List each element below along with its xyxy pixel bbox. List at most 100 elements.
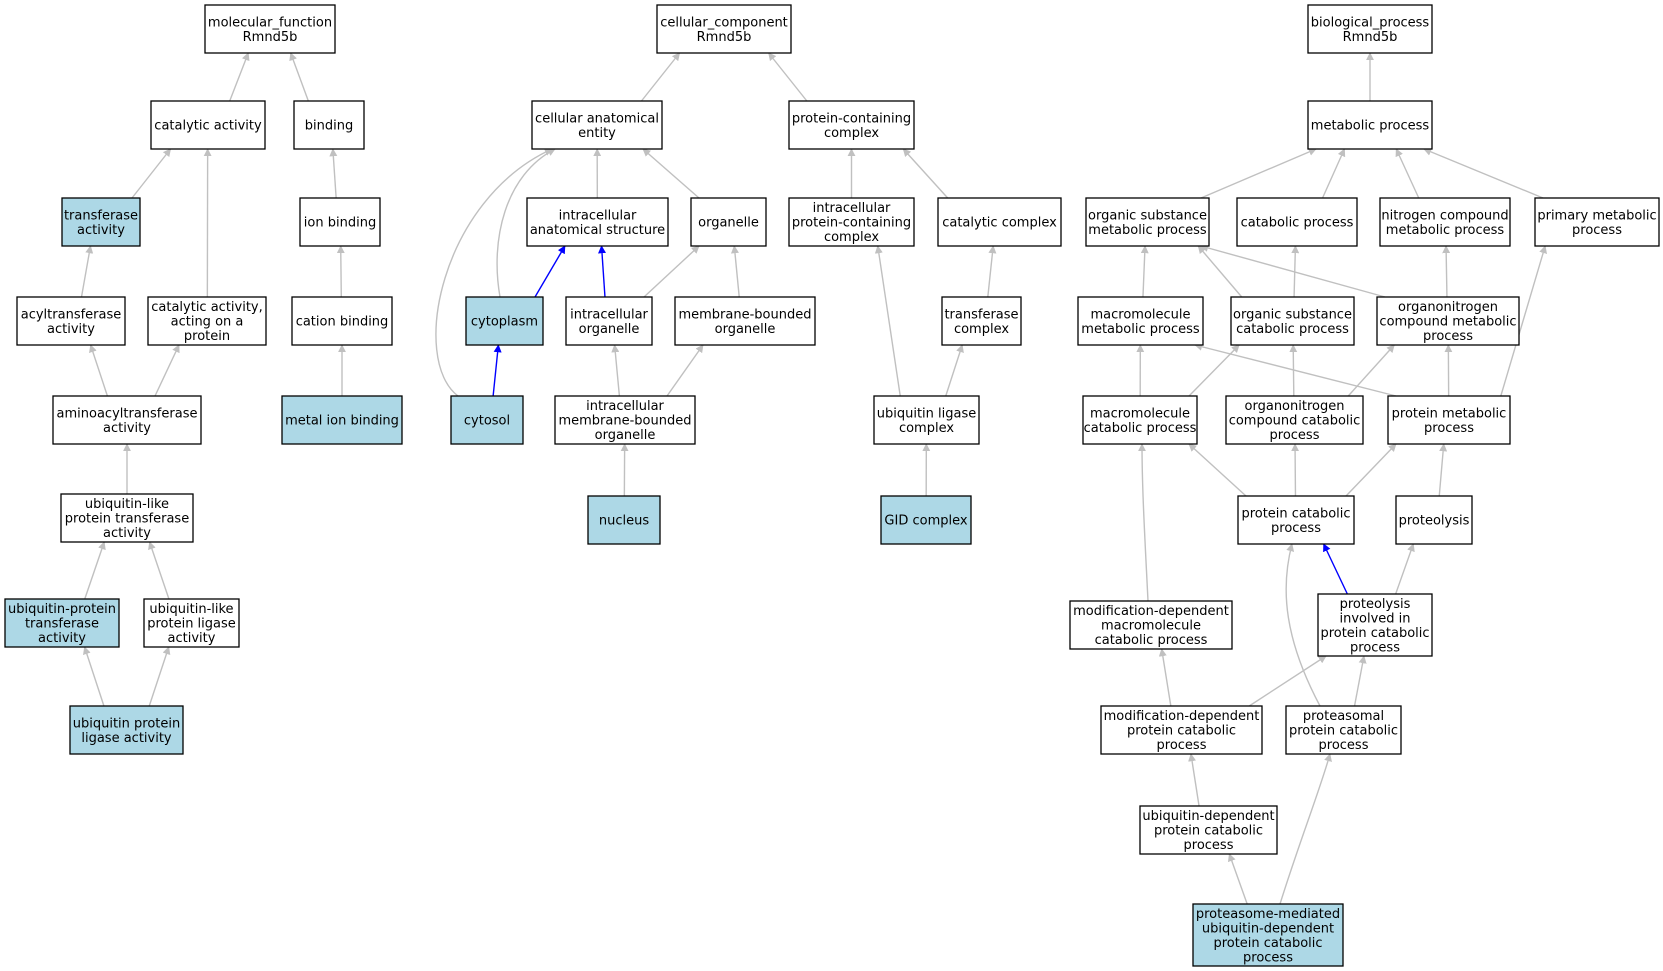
go-term-node-catab[interactable]: catabolic process	[1236, 197, 1358, 247]
term-box	[147, 296, 267, 346]
term-label-line: Rmnd5b	[697, 30, 752, 45]
term-label-line: activity	[47, 322, 95, 337]
go-term-node-binding[interactable]: binding	[293, 100, 365, 150]
term-label-line: Rmnd5b	[243, 30, 298, 45]
edge-cytoplasm-to-cae	[496, 148, 556, 298]
term-label-line: primary metabolic	[1537, 208, 1656, 223]
term-box	[1139, 805, 1278, 855]
edge-pmp-to-metab	[1423, 148, 1544, 199]
term-label-line: process	[1319, 738, 1369, 753]
go-term-node-ionbind[interactable]: ion binding	[299, 197, 381, 247]
go-term-node-catcomplex[interactable]: catalytic complex	[937, 197, 1062, 247]
term-label-line: ubiquitin-like	[85, 497, 169, 512]
term-box-highlighted	[69, 705, 184, 755]
term-label-line: biological_process	[1311, 15, 1430, 30]
term-label-line: complex	[899, 421, 954, 436]
go-term-node-cationbind[interactable]: cation binding	[291, 296, 393, 346]
edge-osmp-to-metab	[1200, 148, 1317, 199]
go-term-node-cytoplasm[interactable]: cytoplasm	[465, 296, 544, 346]
edge-ub_trans-to-ubl_trans	[84, 541, 106, 600]
edge-protmp-to-mmp	[1194, 342, 1397, 397]
go-term-node-metab[interactable]: metabolic process	[1307, 100, 1433, 150]
term-label-line: ion binding	[304, 216, 376, 231]
term-box	[565, 296, 653, 346]
term-box	[1077, 296, 1204, 346]
go-term-node-organelle[interactable]: organelle	[690, 197, 767, 247]
term-box	[1100, 705, 1263, 755]
term-label-line: membrane-bounded	[678, 307, 811, 322]
term-box	[299, 197, 381, 247]
edge-mbo-to-organelle	[730, 245, 740, 298]
edge-proteasomal-to-protcp	[1285, 543, 1321, 707]
edge-mdpcp-to-pipcp	[1248, 655, 1327, 707]
term-label-line: catalytic complex	[942, 216, 1057, 231]
term-label-line: cytosol	[464, 414, 510, 429]
edge-acyltrans-to-transferase	[80, 245, 94, 298]
go-term-node-cytosol[interactable]: cytosol	[450, 395, 524, 445]
edge-cytosol-to-cytoplasm	[492, 344, 502, 397]
go-term-node-catact[interactable]: catalytic activity	[150, 100, 266, 150]
term-label-line: protein-containing	[792, 216, 911, 231]
go-term-node-pmudpcp[interactable]: proteasome-mediatedubiquitin-dependentpr…	[1192, 903, 1344, 967]
term-box	[52, 395, 202, 445]
go-term-node-proteolysis[interactable]: proteolysis	[1395, 495, 1473, 545]
term-label-line: complex	[954, 322, 1009, 337]
edge-proteolysis-to-protmp	[1438, 443, 1448, 497]
term-box	[1534, 197, 1660, 247]
term-box	[1069, 600, 1233, 650]
term-label-line: cellular anatomical	[535, 111, 659, 126]
go-term-node-nucleus[interactable]: nucleus	[587, 495, 661, 545]
term-box	[1230, 296, 1355, 346]
go-term-node-gid[interactable]: GID complex	[880, 495, 972, 545]
term-box	[531, 100, 663, 150]
go-term-node-metalion[interactable]: metal ion binding	[281, 395, 403, 445]
term-label-line: proteolysis	[1340, 597, 1411, 612]
term-label-line: metabolic process	[1081, 322, 1200, 337]
term-label-line: ubiquitin-dependent	[1202, 921, 1334, 936]
term-label-line: protein	[184, 329, 230, 344]
term-label-line: protein catabolic	[1154, 824, 1263, 839]
term-box	[1307, 4, 1433, 54]
term-label-line: ubiquitin-dependent	[1142, 809, 1274, 824]
term-label-line: catabolic process	[1095, 633, 1208, 648]
term-label-line: process	[1423, 329, 1473, 344]
term-label-line: process	[1424, 421, 1474, 436]
go-term-node-mdmcp[interactable]: modification-dependentmacromoleculecatab…	[1069, 600, 1233, 650]
term-box	[1387, 395, 1511, 445]
